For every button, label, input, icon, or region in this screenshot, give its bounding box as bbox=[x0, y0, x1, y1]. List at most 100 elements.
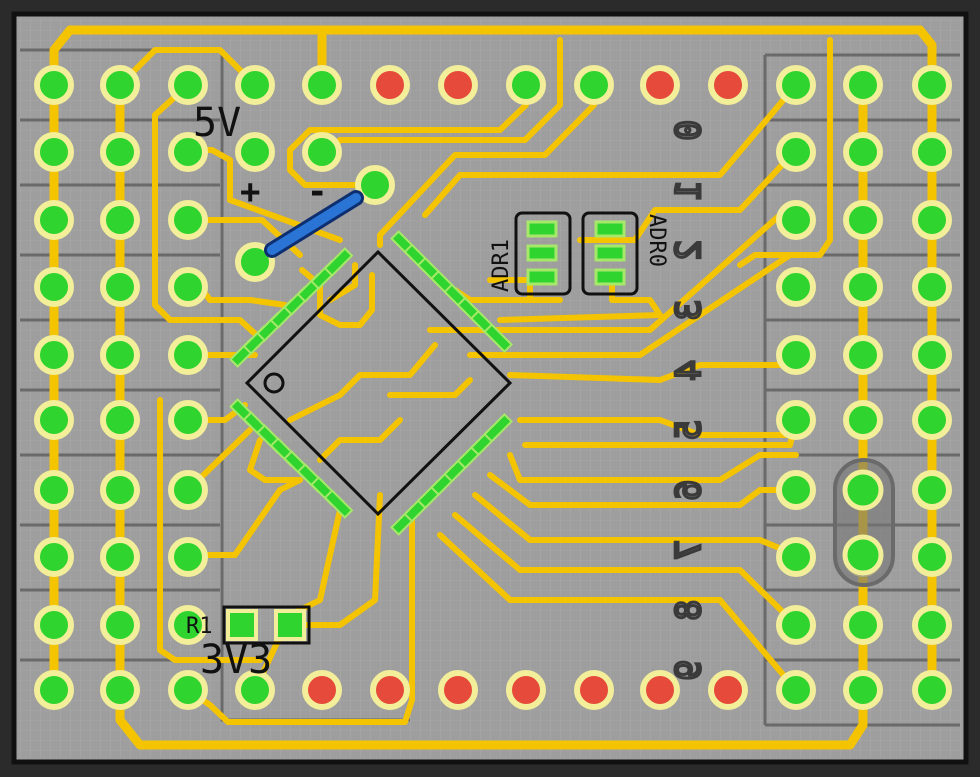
solder-jumper-icon bbox=[514, 211, 639, 296]
pad-col0-row7 bbox=[34, 537, 74, 577]
right-header-label-8: 8 bbox=[669, 600, 709, 620]
right-header-label-7: 7 bbox=[669, 540, 709, 560]
pad-inner-left-row9 bbox=[168, 670, 208, 710]
pad-col3-row1 bbox=[912, 132, 952, 172]
pad-minus bbox=[355, 165, 395, 205]
pad-top-7 bbox=[708, 65, 748, 105]
pad-col3-row9 bbox=[912, 670, 952, 710]
pad-top-4 bbox=[506, 65, 546, 105]
pad-inner-right-row4 bbox=[776, 335, 816, 375]
pad-col0-row6 bbox=[34, 470, 74, 510]
right-header-label-1: 1 bbox=[669, 180, 709, 200]
qfp-pin bbox=[323, 247, 354, 277]
pad-inner-left-row4 bbox=[168, 335, 208, 375]
pad-col2-row2 bbox=[843, 200, 883, 240]
pad-bottom-2 bbox=[370, 670, 410, 710]
pad-inner-right-row5 bbox=[776, 400, 816, 440]
pad-5v-2 bbox=[302, 132, 342, 172]
pad-top-2 bbox=[370, 65, 410, 105]
pad-inner-left-row7 bbox=[168, 537, 208, 577]
pad-col3-row7 bbox=[912, 537, 952, 577]
pad-inner-right-row6 bbox=[776, 470, 816, 510]
pad-bottom-0 bbox=[235, 670, 275, 710]
pad-col2-row4 bbox=[843, 335, 883, 375]
pad-bottom-4 bbox=[506, 670, 546, 710]
pad-col1-row1 bbox=[100, 132, 140, 172]
pad-inner-right-row8 bbox=[776, 605, 816, 645]
pad-col1-row3 bbox=[100, 267, 140, 307]
pad-col3-row3 bbox=[912, 267, 952, 307]
pad-col3-row8 bbox=[912, 605, 952, 645]
pad-5v-1 bbox=[235, 132, 275, 172]
pad-top-6 bbox=[640, 65, 680, 105]
right-header-label-0: 0 bbox=[669, 120, 709, 140]
jumper-wire-icon bbox=[264, 190, 364, 258]
pad-inner-right-row9 bbox=[776, 670, 816, 710]
silkscreen-labels: 5V 3V3 + - R1 ADR1 ADR0 bbox=[186, 100, 669, 683]
pad-col0-row4 bbox=[34, 335, 74, 375]
qfp-pin bbox=[483, 413, 513, 443]
pad-bottom-6 bbox=[640, 670, 680, 710]
pad-top-1 bbox=[302, 65, 342, 105]
pad-col0-row3 bbox=[34, 267, 74, 307]
label-plus: + bbox=[240, 172, 260, 212]
pad-col0-row1 bbox=[34, 132, 74, 172]
pad-col1-row7 bbox=[100, 537, 140, 577]
right-header-label-5: 5 bbox=[669, 420, 709, 440]
pad-col2-row3 bbox=[843, 267, 883, 307]
label-5v: 5V bbox=[193, 100, 241, 146]
pad-inner-left-row2 bbox=[168, 200, 208, 240]
pad-col1-row6 bbox=[100, 470, 140, 510]
pad-inner-left-row8 bbox=[168, 605, 208, 645]
label-adr0: ADR0 bbox=[644, 214, 669, 267]
right-header-label-4: 4 bbox=[669, 360, 709, 380]
pad-bottom-1 bbox=[302, 670, 342, 710]
pad-bottom-7 bbox=[708, 670, 748, 710]
label-r1: R1 bbox=[186, 614, 213, 639]
pad-inner-left-row6 bbox=[168, 470, 208, 510]
pad-col3-row5 bbox=[912, 400, 952, 440]
pad-inner-left-row1 bbox=[168, 132, 208, 172]
right-header-label-9: 9 bbox=[669, 660, 709, 680]
pad-col3-row2 bbox=[912, 200, 952, 240]
qfp-pin bbox=[323, 489, 354, 519]
pad-col2-row1 bbox=[843, 132, 883, 172]
pad-col1-row5 bbox=[100, 400, 140, 440]
pad-col3-row4 bbox=[912, 335, 952, 375]
pad-col1-row2 bbox=[100, 200, 140, 240]
pad-col2-row9 bbox=[843, 670, 883, 710]
pad-col0-row8 bbox=[34, 605, 74, 645]
pad-inner-right-row0 bbox=[776, 65, 816, 105]
pad-inner-left-row0 bbox=[168, 65, 208, 105]
pad-col0-row0 bbox=[34, 65, 74, 105]
pad-top-0 bbox=[235, 65, 275, 105]
pad-col0-row2 bbox=[34, 200, 74, 240]
signal-traces bbox=[127, 37, 833, 725]
pad-top-3 bbox=[438, 65, 478, 105]
qfp-chip-icon bbox=[229, 230, 513, 536]
pad-inner-right-row3 bbox=[776, 267, 816, 307]
label-adr1: ADR1 bbox=[489, 239, 514, 292]
pad-col1-row4 bbox=[100, 335, 140, 375]
label-minus: - bbox=[307, 172, 327, 212]
pad-inner-left-row5 bbox=[168, 400, 208, 440]
pad-col1-row0 bbox=[100, 65, 140, 105]
pad-inner-right-row2 bbox=[776, 200, 816, 240]
pad-inner-right-row1 bbox=[776, 132, 816, 172]
right-header-label-6: 6 bbox=[669, 480, 709, 500]
pad-col2-row8 bbox=[843, 605, 883, 645]
label-3v3: 3V3 bbox=[200, 637, 272, 683]
pad-col1-row9 bbox=[100, 670, 140, 710]
pad-col2-row5 bbox=[843, 400, 883, 440]
pad-plus bbox=[235, 242, 275, 282]
pad-top-5 bbox=[574, 65, 614, 105]
resistor-footprint-icon bbox=[222, 605, 311, 645]
pad-col0-row9 bbox=[34, 670, 74, 710]
pad-col0-row5 bbox=[34, 400, 74, 440]
pad-inner-right-row7 bbox=[776, 537, 816, 577]
pad-col2-row0 bbox=[843, 65, 883, 105]
pad-inner-left-row3 bbox=[168, 267, 208, 307]
right-header-label-3: 3 bbox=[669, 300, 709, 320]
